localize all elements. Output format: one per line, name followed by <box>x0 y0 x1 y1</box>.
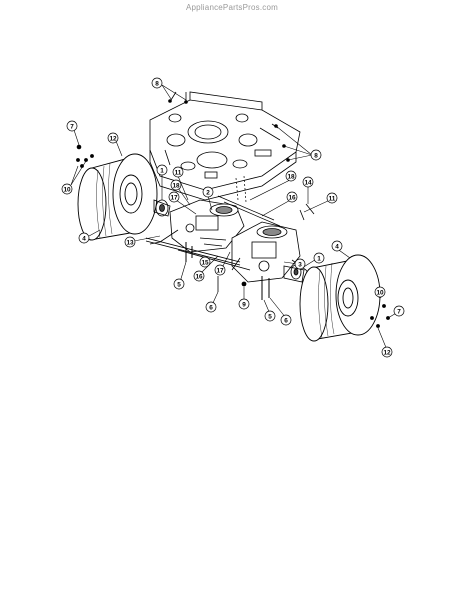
callout-12-right: 12 <box>381 346 393 358</box>
callout-label: 1 <box>160 167 164 174</box>
bolt-group-8-left <box>168 91 188 104</box>
callout-6-left: 6 <box>205 301 217 313</box>
callout-11-left: 11 <box>172 166 184 178</box>
callout-10-left: 10 <box>61 183 73 195</box>
callout-label: 6 <box>209 304 213 311</box>
callout-4-right: 4 <box>331 240 343 252</box>
callout-label: 6 <box>284 317 288 324</box>
callout-1-right: 1 <box>313 252 325 264</box>
callout-2: 2 <box>202 186 214 198</box>
callouts: 8 8 7 12 10 4 1 11 <box>61 77 405 358</box>
callout-18-right: 18 <box>285 170 297 182</box>
callout-label: 10 <box>63 186 71 193</box>
bolts-5-6 <box>185 242 270 300</box>
callout-label: 18 <box>287 173 295 180</box>
transmission-right <box>231 221 311 283</box>
callout-label: 16 <box>195 273 203 280</box>
callout-label: 5 <box>268 313 272 320</box>
callout-label: 8 <box>314 152 318 159</box>
callout-label: 13 <box>126 239 134 246</box>
tire-left <box>77 153 158 241</box>
callout-17-lower: 17 <box>214 264 226 276</box>
callout-label: 16 <box>288 194 296 201</box>
callout-12-left: 12 <box>107 132 119 144</box>
callout-3: 3 <box>294 258 306 270</box>
callout-label: 7 <box>397 308 401 315</box>
callout-label: 10 <box>376 289 384 296</box>
wheel-hub-left <box>153 199 171 217</box>
callout-17-left: 17 <box>168 191 180 203</box>
watermark-text: AppliancePartsPros.com <box>186 3 278 12</box>
callout-label: 12 <box>109 135 117 142</box>
callout-label: 18 <box>172 182 180 189</box>
callout-label: 17 <box>216 267 224 274</box>
callout-16-lower: 16 <box>193 270 205 282</box>
callout-13: 13 <box>124 236 136 248</box>
callout-label: 15 <box>201 259 209 266</box>
callout-10-right: 10 <box>374 286 386 298</box>
tire-right <box>299 254 381 342</box>
callout-11-right: 11 <box>326 192 338 204</box>
callout-label: 7 <box>70 123 74 130</box>
callout-label: 12 <box>383 349 391 356</box>
callout-7-left: 7 <box>66 120 78 132</box>
callout-label: 17 <box>170 194 178 201</box>
frame-deck <box>149 91 301 201</box>
callout-label: 8 <box>155 80 159 87</box>
callout-label: 3 <box>298 261 302 268</box>
callout-label: 14 <box>304 179 312 186</box>
callout-7-right: 7 <box>393 305 405 317</box>
callout-label: 9 <box>242 301 246 308</box>
callout-15: 15 <box>199 256 211 268</box>
callout-label: 2 <box>206 189 210 196</box>
callout-label: 1 <box>317 255 321 262</box>
callout-4-left: 4 <box>78 232 90 244</box>
drive-belt <box>217 175 281 227</box>
callout-1-left: 1 <box>156 164 168 176</box>
callout-label: 11 <box>175 169 182 176</box>
lug-hardware-left <box>76 144 94 168</box>
callout-18-left: 18 <box>170 179 182 191</box>
callout-9: 9 <box>238 298 250 310</box>
callout-label: 4 <box>82 235 86 242</box>
callout-8-right: 8 <box>310 149 322 161</box>
callout-6-right: 6 <box>280 314 292 326</box>
callout-label: 4 <box>335 243 339 250</box>
callout-16-right: 16 <box>286 191 298 203</box>
callout-14: 14 <box>302 176 314 188</box>
callout-8-top: 8 <box>151 77 163 89</box>
callout-5-right: 5 <box>264 310 276 322</box>
callout-label: 5 <box>177 281 181 288</box>
callout-5-left: 5 <box>173 278 185 290</box>
callout-label: 11 <box>329 195 336 202</box>
